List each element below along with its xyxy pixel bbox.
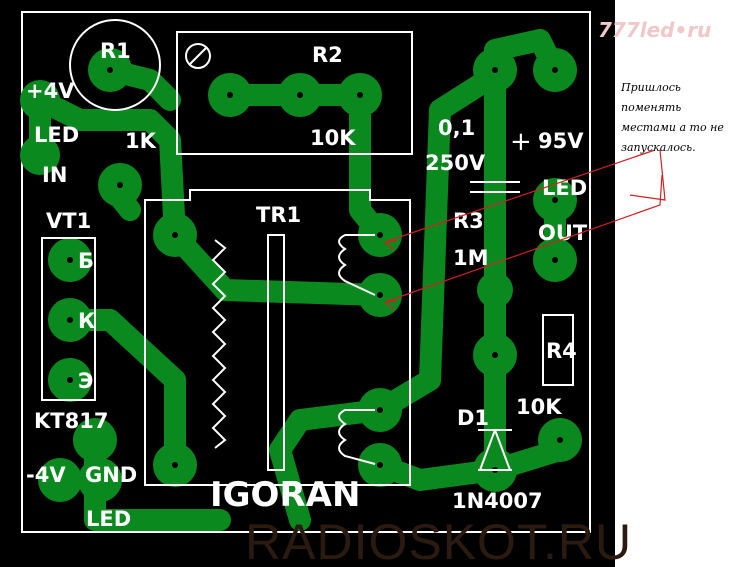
label-d1: D1 (457, 406, 489, 430)
label-95v: 95V (538, 129, 584, 153)
label-author: IGORAN (210, 475, 360, 515)
label-r2: R2 (312, 43, 343, 67)
label-r1: R1 (100, 39, 131, 63)
label-r3-value: 1M (453, 246, 489, 270)
silkscreen-labels: R1 1K R2 10K +4V LED IN VT1 Б К Э KT817 … (26, 39, 588, 531)
label-vt-model: KT817 (34, 409, 108, 433)
label-c-value: 0,1 (438, 116, 475, 140)
label-r3: R3 (453, 209, 484, 233)
label-b: Б (78, 249, 94, 273)
label-r4-value: 10K (516, 395, 562, 419)
drill-holes (67, 67, 563, 473)
label-led-in-1: LED (34, 123, 79, 147)
label-plus4v: +4V (26, 79, 75, 103)
label-led-out-1: LED (542, 176, 587, 200)
label-r4: R4 (546, 339, 577, 363)
label-d1-model: 1N4007 (452, 489, 543, 513)
watermark-bottom: RADIOSKOT.RU (245, 514, 633, 567)
label-tr1: TR1 (256, 203, 301, 227)
label-led-in-2: IN (42, 163, 67, 187)
label-k: К (78, 309, 95, 333)
label-led-bottom: LED (86, 507, 131, 531)
watermark-top: 777led•ru (598, 18, 712, 42)
red-annotation-arrows (384, 149, 666, 311)
label-vt1: VT1 (46, 209, 91, 233)
label-r2-value: 10K (310, 126, 356, 150)
label-c-voltage: 250V (425, 151, 486, 175)
label-gnd: GND (85, 463, 137, 487)
label-plus: + (510, 127, 532, 157)
board-outline (21, 11, 591, 533)
label-minus4v: -4V (26, 463, 66, 487)
annotation-note: Пришлось поменять местами а то не запуск… (621, 81, 724, 154)
silkscreen (41, 19, 574, 486)
label-e: Э (78, 369, 93, 393)
label-r1-value: 1K (125, 129, 157, 153)
